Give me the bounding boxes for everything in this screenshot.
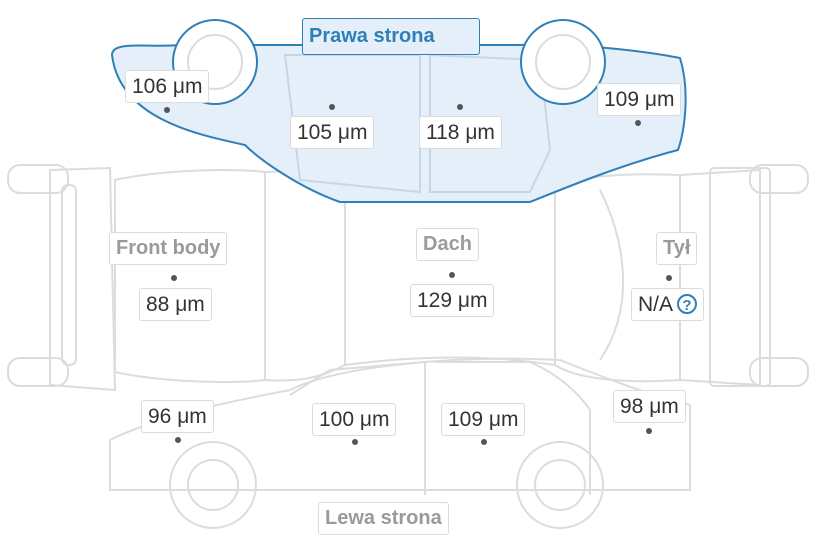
section-label-left-side[interactable]: Lewa strona (318, 502, 449, 535)
car-right-view[interactable] (110, 19, 687, 203)
point-roof (449, 272, 455, 278)
point-left-front-door (352, 439, 358, 445)
point-trunk (666, 275, 672, 281)
point-left-front-fender (175, 437, 181, 443)
reading-right-front-fender: 106 μm (125, 70, 210, 103)
point-right-rear-fender (635, 120, 641, 126)
point-right-rear-door (457, 104, 463, 110)
section-label-front[interactable]: Front body (109, 232, 228, 265)
reading-trunk: N/A? (631, 288, 705, 321)
reading-roof: 129 μm (410, 284, 495, 317)
reading-left-front-door: 100 μm (312, 403, 397, 436)
point-right-front-fender (164, 107, 170, 113)
reading-hood: 88 μm (139, 288, 212, 321)
point-right-front-door (329, 104, 335, 110)
question-mark-icon[interactable]: ? (677, 294, 698, 314)
point-left-rear-fender (646, 428, 652, 434)
reading-right-rear-door: 118 μm (419, 116, 502, 149)
reading-left-front-fender: 96 μm (141, 400, 214, 433)
reading-left-rear-fender: 98 μm (613, 390, 686, 423)
reading-trunk-value: N/A (638, 293, 674, 316)
point-left-rear-door (481, 439, 487, 445)
section-label-rear[interactable]: Tył (656, 232, 698, 265)
reading-right-front-door: 105 μm (290, 116, 375, 149)
reading-left-rear-door: 109 μm (441, 403, 526, 436)
section-label-roof[interactable]: Dach (416, 228, 479, 261)
reading-right-rear-fender: 109 μm (597, 83, 682, 116)
point-hood (171, 275, 177, 281)
section-label-right-side[interactable]: Prawa strona (302, 18, 480, 55)
